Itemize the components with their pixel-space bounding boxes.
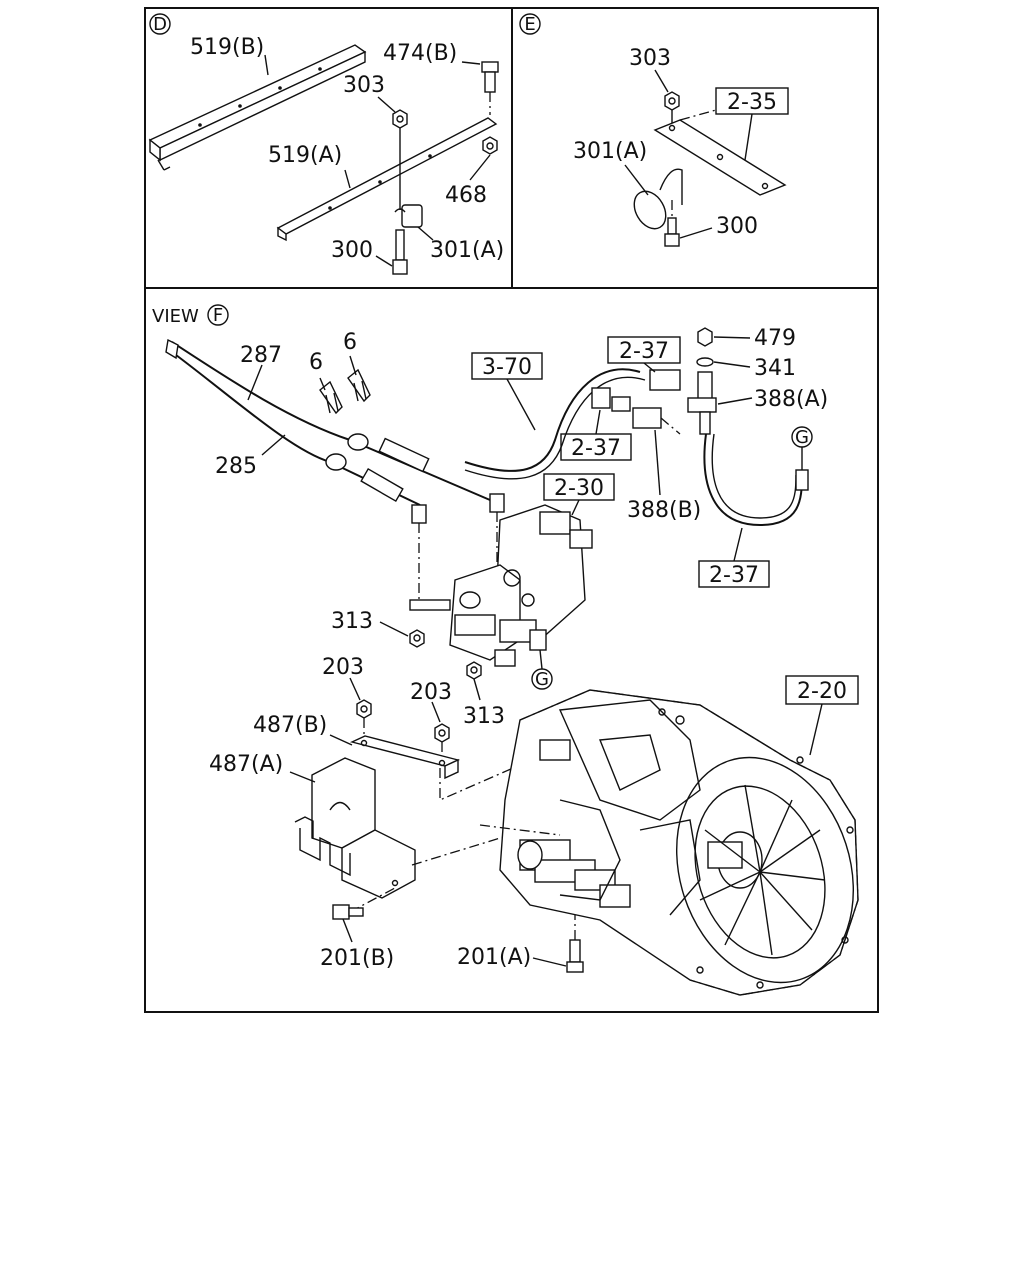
clips-6 (319, 368, 371, 415)
bolt-300 (392, 229, 408, 275)
flex-hose (703, 433, 803, 527)
panel-d: D (148, 13, 504, 275)
label-468: 468 (445, 183, 487, 208)
label-201b: 201(B) (320, 946, 394, 971)
bolt-474b (481, 61, 499, 115)
label-300-e: 300 (716, 214, 758, 239)
view-text: VIEW (152, 306, 199, 327)
shift-cables (165, 338, 505, 600)
connector-g-bottom: G (535, 669, 549, 690)
transmission-2-20 (479, 689, 859, 996)
label-519a: 519(A) (268, 143, 342, 168)
hose-3-70 (464, 368, 641, 472)
ref-3-70: 3-70 (482, 355, 532, 380)
label-341: 341 (754, 356, 796, 381)
panel-d-marker: D (153, 14, 167, 35)
nut-203-left (356, 699, 372, 744)
panel-e-marker: E (524, 14, 535, 35)
tee-388a (687, 327, 717, 435)
panel-f: VIEW F 287 6 (152, 304, 859, 996)
label-301a-e: 301(A) (573, 139, 647, 164)
label-487b: 487(B) (253, 713, 327, 738)
label-388b: 388(B) (627, 498, 701, 523)
label-301a-d: 301(A) (430, 238, 504, 263)
connector-g-top: G (795, 427, 809, 448)
panel-f-marker-circle (207, 304, 229, 326)
label-285: 285 (215, 454, 257, 479)
nut-203-right (434, 723, 450, 762)
ref-2-35: 2-35 (727, 90, 777, 115)
label-474b: 474(B) (383, 41, 457, 66)
ref-2-37-a: 2-37 (619, 339, 669, 364)
bracket-487a (294, 757, 416, 899)
bracket-plate-e (653, 119, 787, 196)
label-203-left: 203 (322, 655, 364, 680)
ref-2-37-b: 2-37 (571, 436, 621, 461)
label-6b: 6 (343, 330, 357, 355)
label-6a: 6 (309, 350, 323, 375)
bolt-300-e (664, 200, 680, 247)
label-388a: 388(A) (754, 387, 828, 412)
label-300-d: 300 (331, 238, 373, 263)
label-203-right: 203 (410, 680, 452, 705)
panel-e-marker-circle (519, 13, 541, 35)
clamp-301a (394, 204, 423, 228)
label-519b: 519(B) (190, 35, 264, 60)
label-303-d: 303 (343, 73, 385, 98)
label-201a: 201(A) (457, 945, 531, 970)
label-287: 287 (240, 343, 282, 368)
ref-2-37-c: 2-37 (709, 563, 759, 588)
panel-f-marker: F (213, 305, 223, 326)
fitting-2-37-top (649, 369, 681, 391)
bracket-519a (276, 117, 498, 242)
bolt-201a (566, 900, 584, 973)
label-303-e: 303 (629, 46, 671, 71)
label-479: 479 (754, 326, 796, 351)
bolt-201b (332, 904, 364, 920)
ref-2-30: 2-30 (554, 476, 604, 501)
bracket-487b (349, 735, 461, 780)
nut-313-left (409, 629, 425, 648)
nut-313-right (466, 661, 482, 680)
panel-d-marker-circle (149, 13, 171, 35)
nut-303-e (664, 91, 680, 125)
clamp-301a-e (633, 168, 683, 230)
nut-303 (392, 109, 408, 210)
fitting-388b (632, 407, 662, 429)
ref-2-20: 2-20 (797, 679, 847, 704)
label-313-left: 313 (331, 609, 373, 634)
bracket-519b (148, 44, 367, 171)
panel-e: E 2-35 303 301(A) (519, 13, 789, 247)
nut-468 (482, 136, 498, 155)
shift-unit-2-30 (409, 504, 593, 667)
label-313-right: 313 (463, 704, 505, 729)
label-487a: 487(A) (209, 752, 283, 777)
